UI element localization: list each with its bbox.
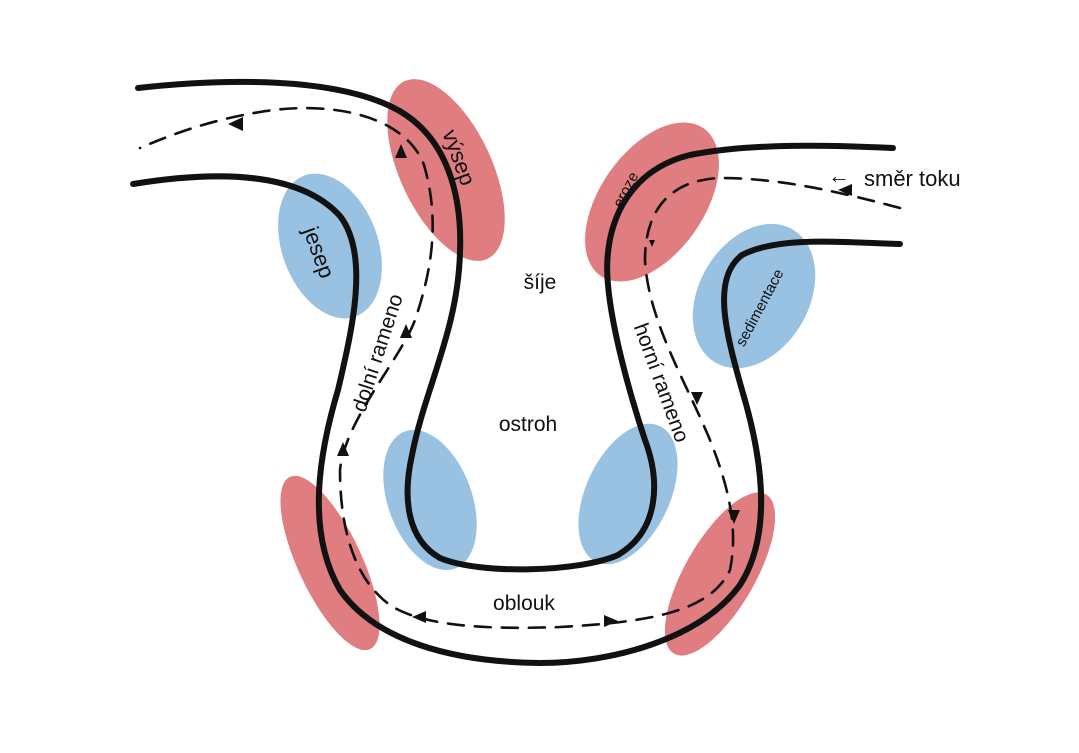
flow-arrow-bend-left — [412, 611, 426, 623]
flow-arrow-upper-right — [649, 240, 655, 247]
erosion-zone-bottom-right — [664, 492, 776, 656]
label-sije: šíje — [524, 271, 557, 294]
inner-bank — [130, 173, 903, 666]
flow-direction-arrow-icon: ← — [828, 163, 850, 188]
label-ostroh: ostroh — [499, 413, 557, 436]
flow-direction-label: směr toku — [864, 166, 961, 191]
flow-arrow-top-left-bank — [395, 144, 407, 158]
deposition-zone-top-right — [692, 223, 816, 369]
flow-arrow-exit — [228, 117, 243, 131]
outer-bank — [135, 78, 896, 573]
flow-arrow-bend-right — [604, 615, 618, 627]
flow-arrow-lower-arm-mid — [400, 324, 412, 338]
flow-arrow-lower-arm — [337, 442, 349, 456]
flow-arrow-upper-arm — [691, 392, 703, 405]
flow-line — [138, 106, 902, 630]
label-oblouk: oblouk — [493, 592, 555, 615]
flow-path — [138, 106, 902, 630]
flow-arrow-entry — [838, 184, 852, 196]
flow-arrow-upper-arm-low — [728, 510, 740, 524]
deposition-zone-inner-left — [383, 429, 477, 571]
river-banks — [130, 78, 903, 666]
erosion-zone-top-right — [585, 122, 719, 282]
